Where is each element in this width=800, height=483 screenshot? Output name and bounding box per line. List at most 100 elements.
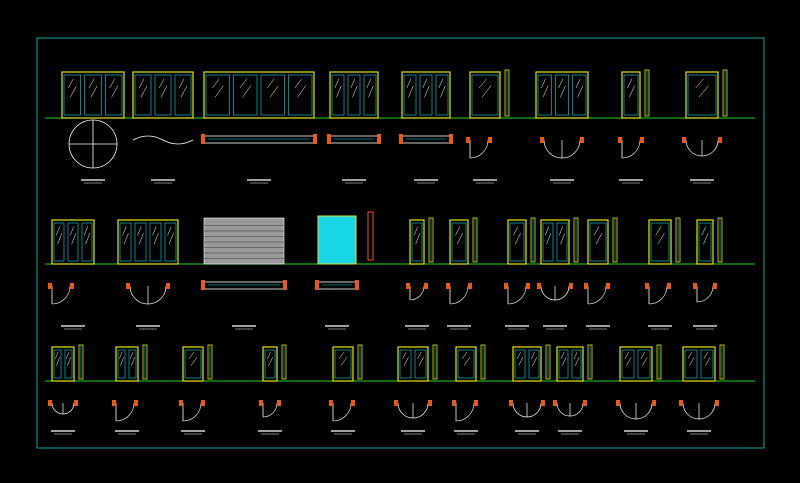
row-2 <box>45 211 755 330</box>
plan-slider <box>203 135 315 144</box>
plan-swing-arc-left <box>543 139 563 159</box>
unit-2-6 <box>446 217 478 330</box>
unit-1-8 <box>618 69 650 184</box>
glazing-mark <box>338 351 345 360</box>
plan-wall <box>315 280 319 290</box>
frame-outline <box>332 346 354 382</box>
glazing-mark <box>542 85 549 98</box>
glazing-mark <box>214 85 224 98</box>
glazing-mark <box>456 233 463 245</box>
glazing-mark <box>122 226 127 236</box>
plan-swing-arc <box>648 285 668 305</box>
glass-pane <box>698 222 712 262</box>
plan-swing-arc-left <box>512 402 528 418</box>
section-profile <box>367 211 374 261</box>
glass-pane <box>128 349 137 379</box>
glass-pane <box>117 349 126 379</box>
plan-wall <box>540 137 544 143</box>
glass-pane <box>347 74 361 116</box>
plan-wall <box>640 137 644 143</box>
glass-pane <box>589 222 607 262</box>
glazing-mark <box>83 226 88 236</box>
plan-wall <box>526 283 530 289</box>
glazing-mark <box>701 226 707 236</box>
glass-pane <box>528 349 540 379</box>
glass-pane <box>63 74 81 116</box>
glazing-mark <box>657 233 665 245</box>
glazing-mark <box>417 351 422 360</box>
glazing-mark <box>67 78 74 89</box>
glazing-mark <box>66 352 70 359</box>
glazing-mark <box>642 357 648 366</box>
glazing-mark <box>461 351 468 360</box>
glazing-mark <box>408 85 414 98</box>
glazing-mark <box>516 351 521 360</box>
plan-wall <box>509 400 513 406</box>
plan-wall <box>468 283 472 289</box>
plan-wall <box>313 134 317 144</box>
frame-outline <box>648 219 672 265</box>
glass-pane <box>457 349 475 379</box>
plan-wall <box>351 400 355 406</box>
glass-pane <box>637 349 651 379</box>
plan-wall <box>452 400 456 406</box>
plan-wall <box>553 400 557 406</box>
glass-pane <box>53 349 62 379</box>
glass-pane <box>509 222 525 262</box>
glass-pane <box>555 74 569 116</box>
glazing-mark <box>438 78 444 89</box>
plan-swing-arc <box>332 402 352 422</box>
glazing-mark <box>67 357 71 366</box>
glazing-mark <box>70 85 77 98</box>
frame-outline <box>401 71 451 119</box>
glazing-mark <box>239 78 247 89</box>
unit-2-1 <box>48 219 95 330</box>
glass-pane <box>164 222 177 262</box>
glazing-mark <box>57 233 63 245</box>
plan-wall <box>682 137 686 143</box>
unit-3-1 <box>48 344 84 435</box>
plan-wall <box>428 400 432 406</box>
plan-slider <box>401 135 451 144</box>
glass-pane <box>154 74 172 116</box>
frame-outline <box>409 219 425 265</box>
plan-wall <box>166 283 170 289</box>
plan-wall <box>48 400 52 406</box>
plan-wall <box>693 283 697 289</box>
glazing-mark <box>55 226 60 236</box>
unit-3-9 <box>553 344 593 435</box>
plan-swing-arc-left <box>129 285 149 305</box>
glazing-mark <box>575 78 581 89</box>
glass-pane <box>174 74 192 116</box>
glass-pane <box>64 349 73 379</box>
plan-swing-arc-left <box>685 139 703 157</box>
plan-wall <box>537 283 541 289</box>
frame-outline <box>535 71 589 119</box>
plan-swing-arc-right <box>147 285 167 305</box>
glazing-mark <box>336 85 342 98</box>
glazing-mark <box>131 357 135 366</box>
plan-slider <box>329 135 379 144</box>
plan-wall <box>584 283 588 289</box>
unit-2-11 <box>693 217 723 330</box>
glass-pane <box>414 349 427 379</box>
frame-outline <box>556 346 584 382</box>
glazing-mark <box>368 85 374 98</box>
unit-3-2 <box>112 344 148 435</box>
frame-outline <box>540 219 570 265</box>
glazing-mark <box>130 352 134 359</box>
frame-outline <box>682 346 716 382</box>
plan-wall <box>667 283 671 289</box>
plan-swing-arc-left <box>619 402 637 420</box>
unit-1-4 <box>327 71 381 184</box>
plan-wall <box>606 283 610 289</box>
unit-2-5 <box>405 217 434 330</box>
plan-swing-arc <box>51 285 71 305</box>
glazing-mark <box>178 78 185 89</box>
plan-swing-arc <box>182 402 202 422</box>
plan-swing-arc-right <box>62 402 75 415</box>
glazing-mark <box>463 357 471 366</box>
plan-wall <box>112 400 116 406</box>
glazing-mark <box>111 85 119 98</box>
plan-wall <box>488 137 492 143</box>
